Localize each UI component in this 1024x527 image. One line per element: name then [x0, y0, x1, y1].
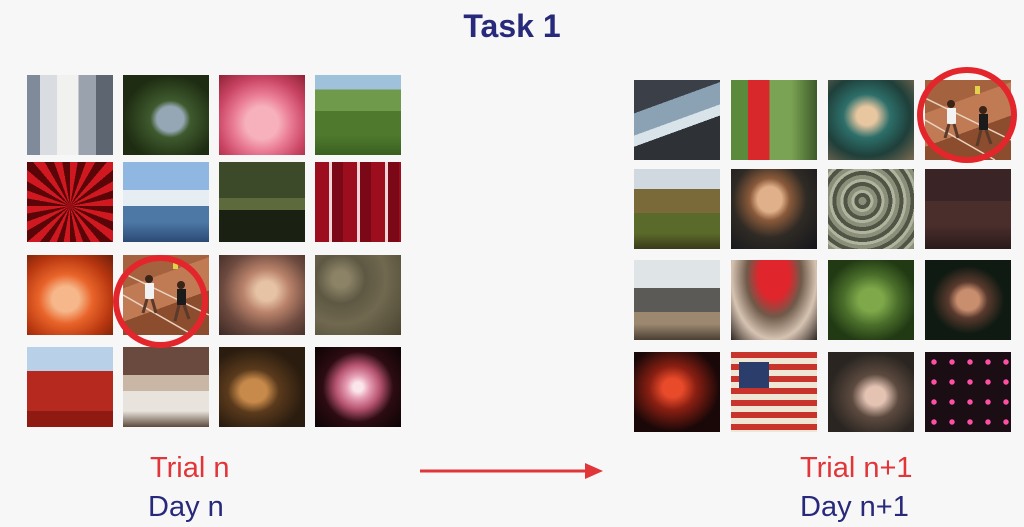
right-photo-forest-hillside — [634, 169, 720, 249]
right-photo-dark-hill — [925, 169, 1011, 249]
left-photo-tree-and-pond — [123, 75, 209, 155]
left-photo-person-on-balcony — [123, 162, 209, 242]
right-photo-portrait-man-in-suit — [731, 169, 817, 249]
left-photo-orange-fish — [27, 255, 113, 335]
left-photo-person-at-window — [27, 75, 113, 155]
right-photo-track-runners — [925, 80, 1011, 160]
runner-figures — [925, 86, 1011, 160]
left-photo-rocky-terrain — [315, 255, 401, 335]
left-photo-lake-at-dusk — [219, 162, 305, 242]
right-photo-pebbles-texture — [828, 169, 914, 249]
left-photo-red-barn — [27, 347, 113, 427]
right-photo-wooden-house — [634, 260, 720, 340]
right-photo-crowd-with-arms-raised — [828, 352, 914, 432]
right-photo-woman-portrait — [925, 260, 1011, 340]
right-photo-stage-performance — [634, 352, 720, 432]
right-day-label: Day n+1 — [800, 491, 909, 523]
left-photo-red-striped-pattern — [315, 162, 401, 242]
right-photo-river-rocks — [634, 80, 720, 160]
left-photo-brown-clouds — [219, 255, 305, 335]
right-photo-woman-with-red-umbrella — [731, 260, 817, 340]
left-day-label: Day n — [148, 491, 224, 523]
left-photo-red-spiral — [27, 162, 113, 242]
figure-title: Task 1 — [463, 8, 561, 44]
left-trial-label: Trial n — [150, 452, 230, 484]
left-photo-firework — [315, 347, 401, 427]
left-photo-green-valley — [315, 75, 401, 155]
left-photo-person-at-counter — [123, 347, 209, 427]
runner-figures — [123, 261, 209, 335]
left-photo-track-runners — [123, 255, 209, 335]
right-photo-couple-embracing — [828, 80, 914, 160]
right-photo-american-flag — [731, 352, 817, 432]
right-photo-green-lizard — [828, 260, 914, 340]
transition-arrow — [420, 463, 603, 479]
arrow-head — [585, 463, 603, 479]
right-photo-people-with-red-flags — [731, 80, 817, 160]
left-photo-beetles — [219, 347, 305, 427]
right-photo-pink-light-dots — [925, 352, 1011, 432]
right-trial-label: Trial n+1 — [800, 452, 913, 484]
left-photo-pink-anemone — [219, 75, 305, 155]
